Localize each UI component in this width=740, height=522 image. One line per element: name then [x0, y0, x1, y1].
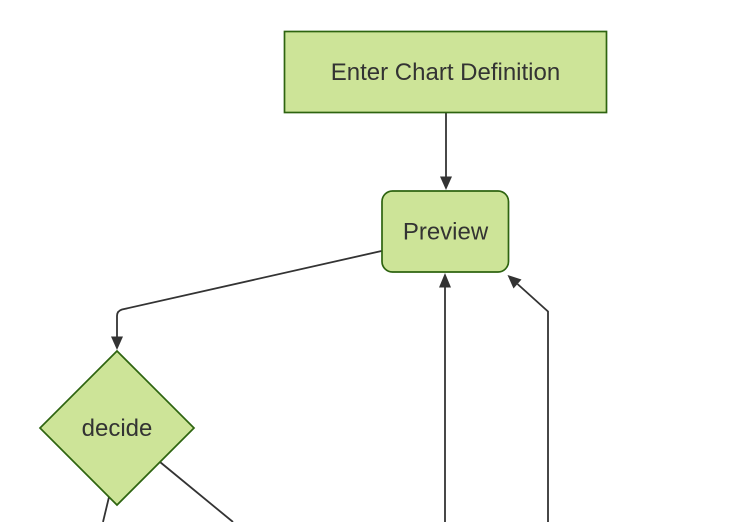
node-enter-chart-definition: Enter Chart Definition [283, 30, 608, 114]
node-preview-label: Preview [403, 219, 489, 246]
node-decide-label: decide [82, 415, 153, 442]
edge-decide-to-offscreen-left [102, 496, 110, 522]
edge-preview-to-decide [116, 250, 382, 337]
arrowhead-into-decide-top-icon [111, 336, 123, 350]
arrowhead-into-preview-corner-icon [507, 275, 522, 289]
node-enter-chart-definition-label: Enter Chart Definition [331, 59, 560, 86]
node-preview: Preview [381, 190, 510, 273]
flowchart-nodes: Enter Chart Definition Preview decide [38, 30, 608, 507]
node-decide-shape [38, 349, 196, 507]
edge-decide-to-offscreen-right [159, 461, 234, 522]
node-preview-shape [381, 190, 510, 273]
arrowhead-into-preview-top-icon [440, 176, 452, 190]
edge-offscreen-to-preview-corner [516, 283, 549, 522]
flowchart-edges [102, 112, 549, 522]
node-decide: decide [38, 349, 196, 507]
node-enter-chart-definition-shape [283, 30, 608, 114]
arrowhead-into-preview-bottom-icon [439, 273, 451, 288]
